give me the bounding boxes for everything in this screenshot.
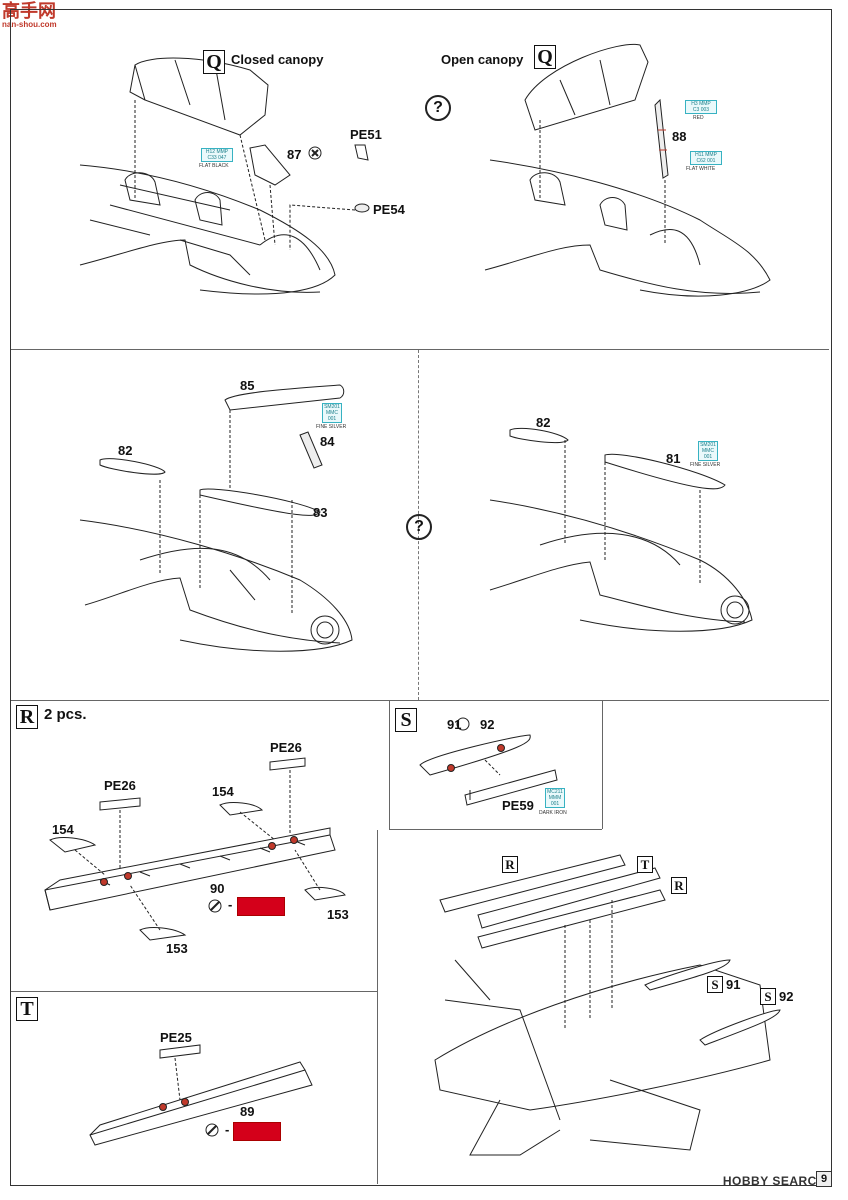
part-pe51: PE51 bbox=[350, 127, 382, 142]
section-box-t: T bbox=[16, 997, 38, 1021]
paint-code: 047 bbox=[218, 155, 227, 161]
part-pe54: PE54 bbox=[373, 202, 405, 217]
paint-caption: FINE SILVER bbox=[690, 462, 721, 468]
part-91: 91 bbox=[726, 977, 741, 992]
divider bbox=[389, 829, 602, 830]
paint-h: H12 bbox=[205, 149, 216, 155]
question-mark-icon: ? bbox=[425, 95, 451, 121]
hobby-search-watermark: HOBBY SEARCH bbox=[722, 1174, 826, 1188]
part-pe26: PE26 bbox=[104, 778, 136, 793]
r-pylon-illustration bbox=[44, 757, 346, 941]
paint-h: H3 bbox=[691, 101, 698, 107]
paint-code: 001 bbox=[327, 416, 337, 422]
divider bbox=[11, 700, 829, 701]
paint-brand: MMC bbox=[702, 448, 714, 454]
paint-caption: DARK IRON bbox=[539, 810, 567, 816]
part-92: 92 bbox=[779, 989, 794, 1004]
red-mask-swatch bbox=[233, 1122, 281, 1141]
mid-left-illustration bbox=[79, 384, 353, 652]
paint-chip-fine-silver: SM201 MMC 001 bbox=[322, 403, 342, 423]
divider bbox=[602, 701, 603, 829]
paint-chip-dark-iron: MC211 MMM 001 bbox=[545, 788, 565, 808]
page-number: 9 bbox=[816, 1171, 832, 1187]
paint-caption: RED bbox=[693, 115, 704, 121]
paint-h: H11 bbox=[695, 152, 704, 158]
section-box-r: R bbox=[502, 856, 518, 873]
open-canopy-title: Open canopy bbox=[441, 52, 524, 67]
section-box-q: Q bbox=[203, 50, 225, 74]
part-85: 85 bbox=[240, 378, 255, 393]
part-89: 89 bbox=[240, 1104, 255, 1119]
part-82: 82 bbox=[536, 415, 551, 430]
part-91: 91 bbox=[447, 717, 462, 732]
section-box-t: T bbox=[637, 856, 653, 873]
part-83: 83 bbox=[313, 505, 328, 520]
paint-mc: MC211 bbox=[547, 789, 563, 795]
t-pylon-illustration bbox=[89, 1044, 313, 1146]
paint-brand: MMC bbox=[326, 410, 338, 416]
part-154: 154 bbox=[212, 784, 234, 799]
paint-caption: FLAT BLACK bbox=[199, 163, 229, 169]
logo-text: 高手网 bbox=[2, 1, 56, 21]
divider bbox=[11, 349, 829, 350]
paint-code: 001 bbox=[703, 454, 713, 460]
part-90: 90 bbox=[210, 881, 225, 896]
part-81: 81 bbox=[666, 451, 681, 466]
section-box-q: Q bbox=[534, 45, 556, 69]
paint-chip-red: H3 MMP C3 003 bbox=[685, 100, 717, 114]
paint-sm: SM201 bbox=[700, 442, 716, 448]
r-quantity: 2 pcs. bbox=[44, 706, 87, 723]
paint-code: 003 bbox=[700, 107, 710, 113]
paint-code: 001 bbox=[550, 801, 560, 807]
paint-chip-flat-white: H11 MMP C62 001 bbox=[690, 151, 722, 165]
divider bbox=[389, 701, 390, 829]
paint-caption: FLAT WHITE bbox=[686, 166, 716, 172]
part-pe26: PE26 bbox=[270, 740, 302, 755]
paint-c: C3 bbox=[692, 107, 700, 113]
section-box-r: R bbox=[16, 705, 38, 729]
red-mask-swatch bbox=[237, 897, 285, 916]
part-82: 82 bbox=[118, 443, 133, 458]
part-153: 153 bbox=[166, 941, 188, 956]
open-canopy-illustration bbox=[484, 43, 771, 297]
dash: - bbox=[225, 1122, 230, 1137]
divider bbox=[377, 830, 378, 1184]
dash: - bbox=[228, 897, 233, 912]
paint-brand: MMP bbox=[699, 101, 711, 107]
question-mark-icon: ? bbox=[406, 514, 432, 540]
part-pe59: PE59 bbox=[502, 798, 534, 813]
part-88: 88 bbox=[672, 129, 687, 144]
paint-brand: MMP bbox=[705, 152, 717, 158]
part-87: 87 bbox=[287, 147, 302, 162]
part-153: 153 bbox=[327, 907, 349, 922]
logo-url: nan-shou.com bbox=[2, 20, 57, 29]
site-logo: 高手网 nan-shou.com bbox=[2, 2, 57, 29]
paint-chip-fine-silver: SM201 MMC 001 bbox=[698, 441, 718, 461]
paint-chip-flat-black: H12 MMP C33 047 bbox=[201, 148, 233, 162]
section-box-r: R bbox=[671, 877, 687, 894]
instruction-page-frame bbox=[10, 9, 832, 1186]
mid-right-illustration bbox=[489, 427, 753, 632]
red-dots bbox=[100, 744, 505, 1111]
divider bbox=[11, 991, 377, 992]
part-154: 154 bbox=[52, 822, 74, 837]
closed-canopy-title: Closed canopy bbox=[231, 52, 324, 67]
closed-canopy-illustration bbox=[79, 57, 370, 295]
paint-c: C33 bbox=[207, 155, 217, 161]
paint-code: 001 bbox=[707, 158, 716, 164]
part-pe25: PE25 bbox=[160, 1030, 192, 1045]
paint-c: C62 bbox=[696, 158, 706, 164]
section-box-s: S bbox=[395, 708, 417, 732]
part-92: 92 bbox=[480, 717, 495, 732]
paint-brand: MMP bbox=[216, 149, 229, 155]
part-84: 84 bbox=[320, 434, 335, 449]
paint-caption: FINE SILVER bbox=[316, 424, 347, 430]
section-box-s: S bbox=[707, 976, 723, 993]
paint-sm: SM201 bbox=[324, 404, 340, 410]
assembly-illustration bbox=[434, 854, 781, 1156]
section-box-s: S bbox=[760, 988, 776, 1005]
paint-brand: MMM bbox=[548, 795, 562, 801]
